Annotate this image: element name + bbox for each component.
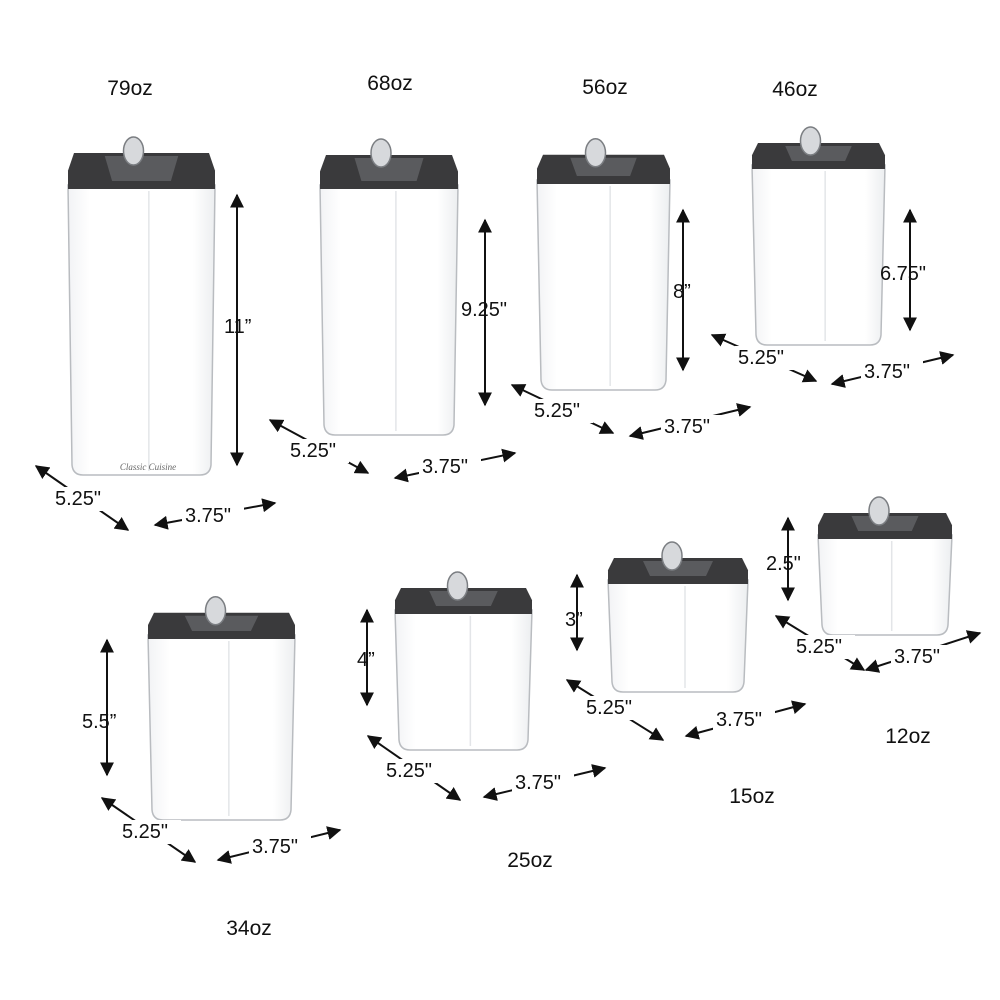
lid-recess [184, 615, 259, 631]
lid-recess [354, 158, 424, 181]
depth-label: 5.25" [738, 347, 784, 369]
capacity-label: 68oz [367, 72, 413, 95]
container-4: 34oz 5.5” 5.25" 3.75" [82, 596, 342, 940]
depth-label: 5.25" [290, 440, 336, 462]
depth-label: 5.25" [122, 821, 168, 843]
container-7: 12oz 2.5" 5.25" 3.75" [766, 496, 982, 748]
depth-label: 5.25" [586, 697, 632, 719]
width-label: 3.75" [716, 709, 762, 731]
container-0: 79oz 11” 5.25" 3.75" [34, 77, 277, 531]
container-body [607, 579, 749, 693]
container-3: 46oz 6.75" 5.25" 3.75" [710, 78, 955, 388]
depth-label: 5.25" [534, 400, 580, 422]
height-label: 9.25" [461, 299, 507, 321]
container-6: 15oz 3” 5.25" 3.75" [565, 541, 807, 808]
brand-logo: Classic Cuisine [120, 462, 176, 472]
lid-handle-icon [204, 596, 227, 626]
height-label: 4” [357, 649, 375, 671]
lid-handle-icon [661, 541, 683, 571]
container-body [536, 179, 671, 391]
height-label: 6.75" [880, 263, 926, 285]
lid-handle-icon [370, 138, 392, 168]
lid-handle-icon [584, 138, 607, 168]
container-1: 68oz 9.25" 5.25" 3.75" [268, 72, 517, 483]
capacity-label: 56oz [582, 76, 628, 99]
width-label: 3.75" [185, 505, 231, 527]
container-body [319, 184, 459, 436]
container-body [394, 609, 533, 751]
capacity-label: 15oz [729, 785, 775, 808]
lid-handle-icon [799, 126, 822, 156]
capacity-label: 46oz [772, 78, 818, 101]
width-label: 3.75" [894, 646, 940, 668]
lid-handle-icon [122, 136, 145, 166]
width-label: 3.75" [864, 361, 910, 383]
container-2: 56oz 8” 5.25" 3.75" [510, 76, 752, 440]
capacity-label: 79oz [107, 77, 153, 100]
container-body [751, 164, 886, 346]
height-label: 8” [673, 281, 691, 303]
lid-recess [104, 156, 179, 181]
depth-label: 5.25" [386, 760, 432, 782]
lid-handle-icon [446, 571, 469, 601]
depth-label: 5.25" [796, 636, 842, 658]
container-5: 25oz 4” 5.25" 3.75" [357, 571, 607, 872]
height-label: 2.5" [766, 553, 801, 575]
capacity-label: 25oz [507, 849, 553, 872]
lid-recess [851, 516, 919, 531]
lid-recess [570, 157, 637, 176]
container-body [817, 534, 953, 636]
width-label: 3.75" [515, 772, 561, 794]
width-label: 3.75" [422, 456, 468, 478]
lid-handle-icon [868, 496, 890, 526]
lid-recess [643, 561, 713, 576]
lid-recess [429, 591, 498, 606]
width-label: 3.75" [664, 416, 710, 438]
height-label: 3” [565, 609, 583, 631]
capacity-label: 34oz [226, 917, 272, 940]
container-body [147, 634, 296, 821]
height-label: 11” [224, 316, 251, 338]
width-label: 3.75" [252, 836, 298, 858]
height-label: 5.5” [82, 711, 116, 733]
capacity-label: 12oz [885, 725, 931, 748]
container-body [67, 184, 216, 476]
depth-label: 5.25" [55, 488, 101, 510]
